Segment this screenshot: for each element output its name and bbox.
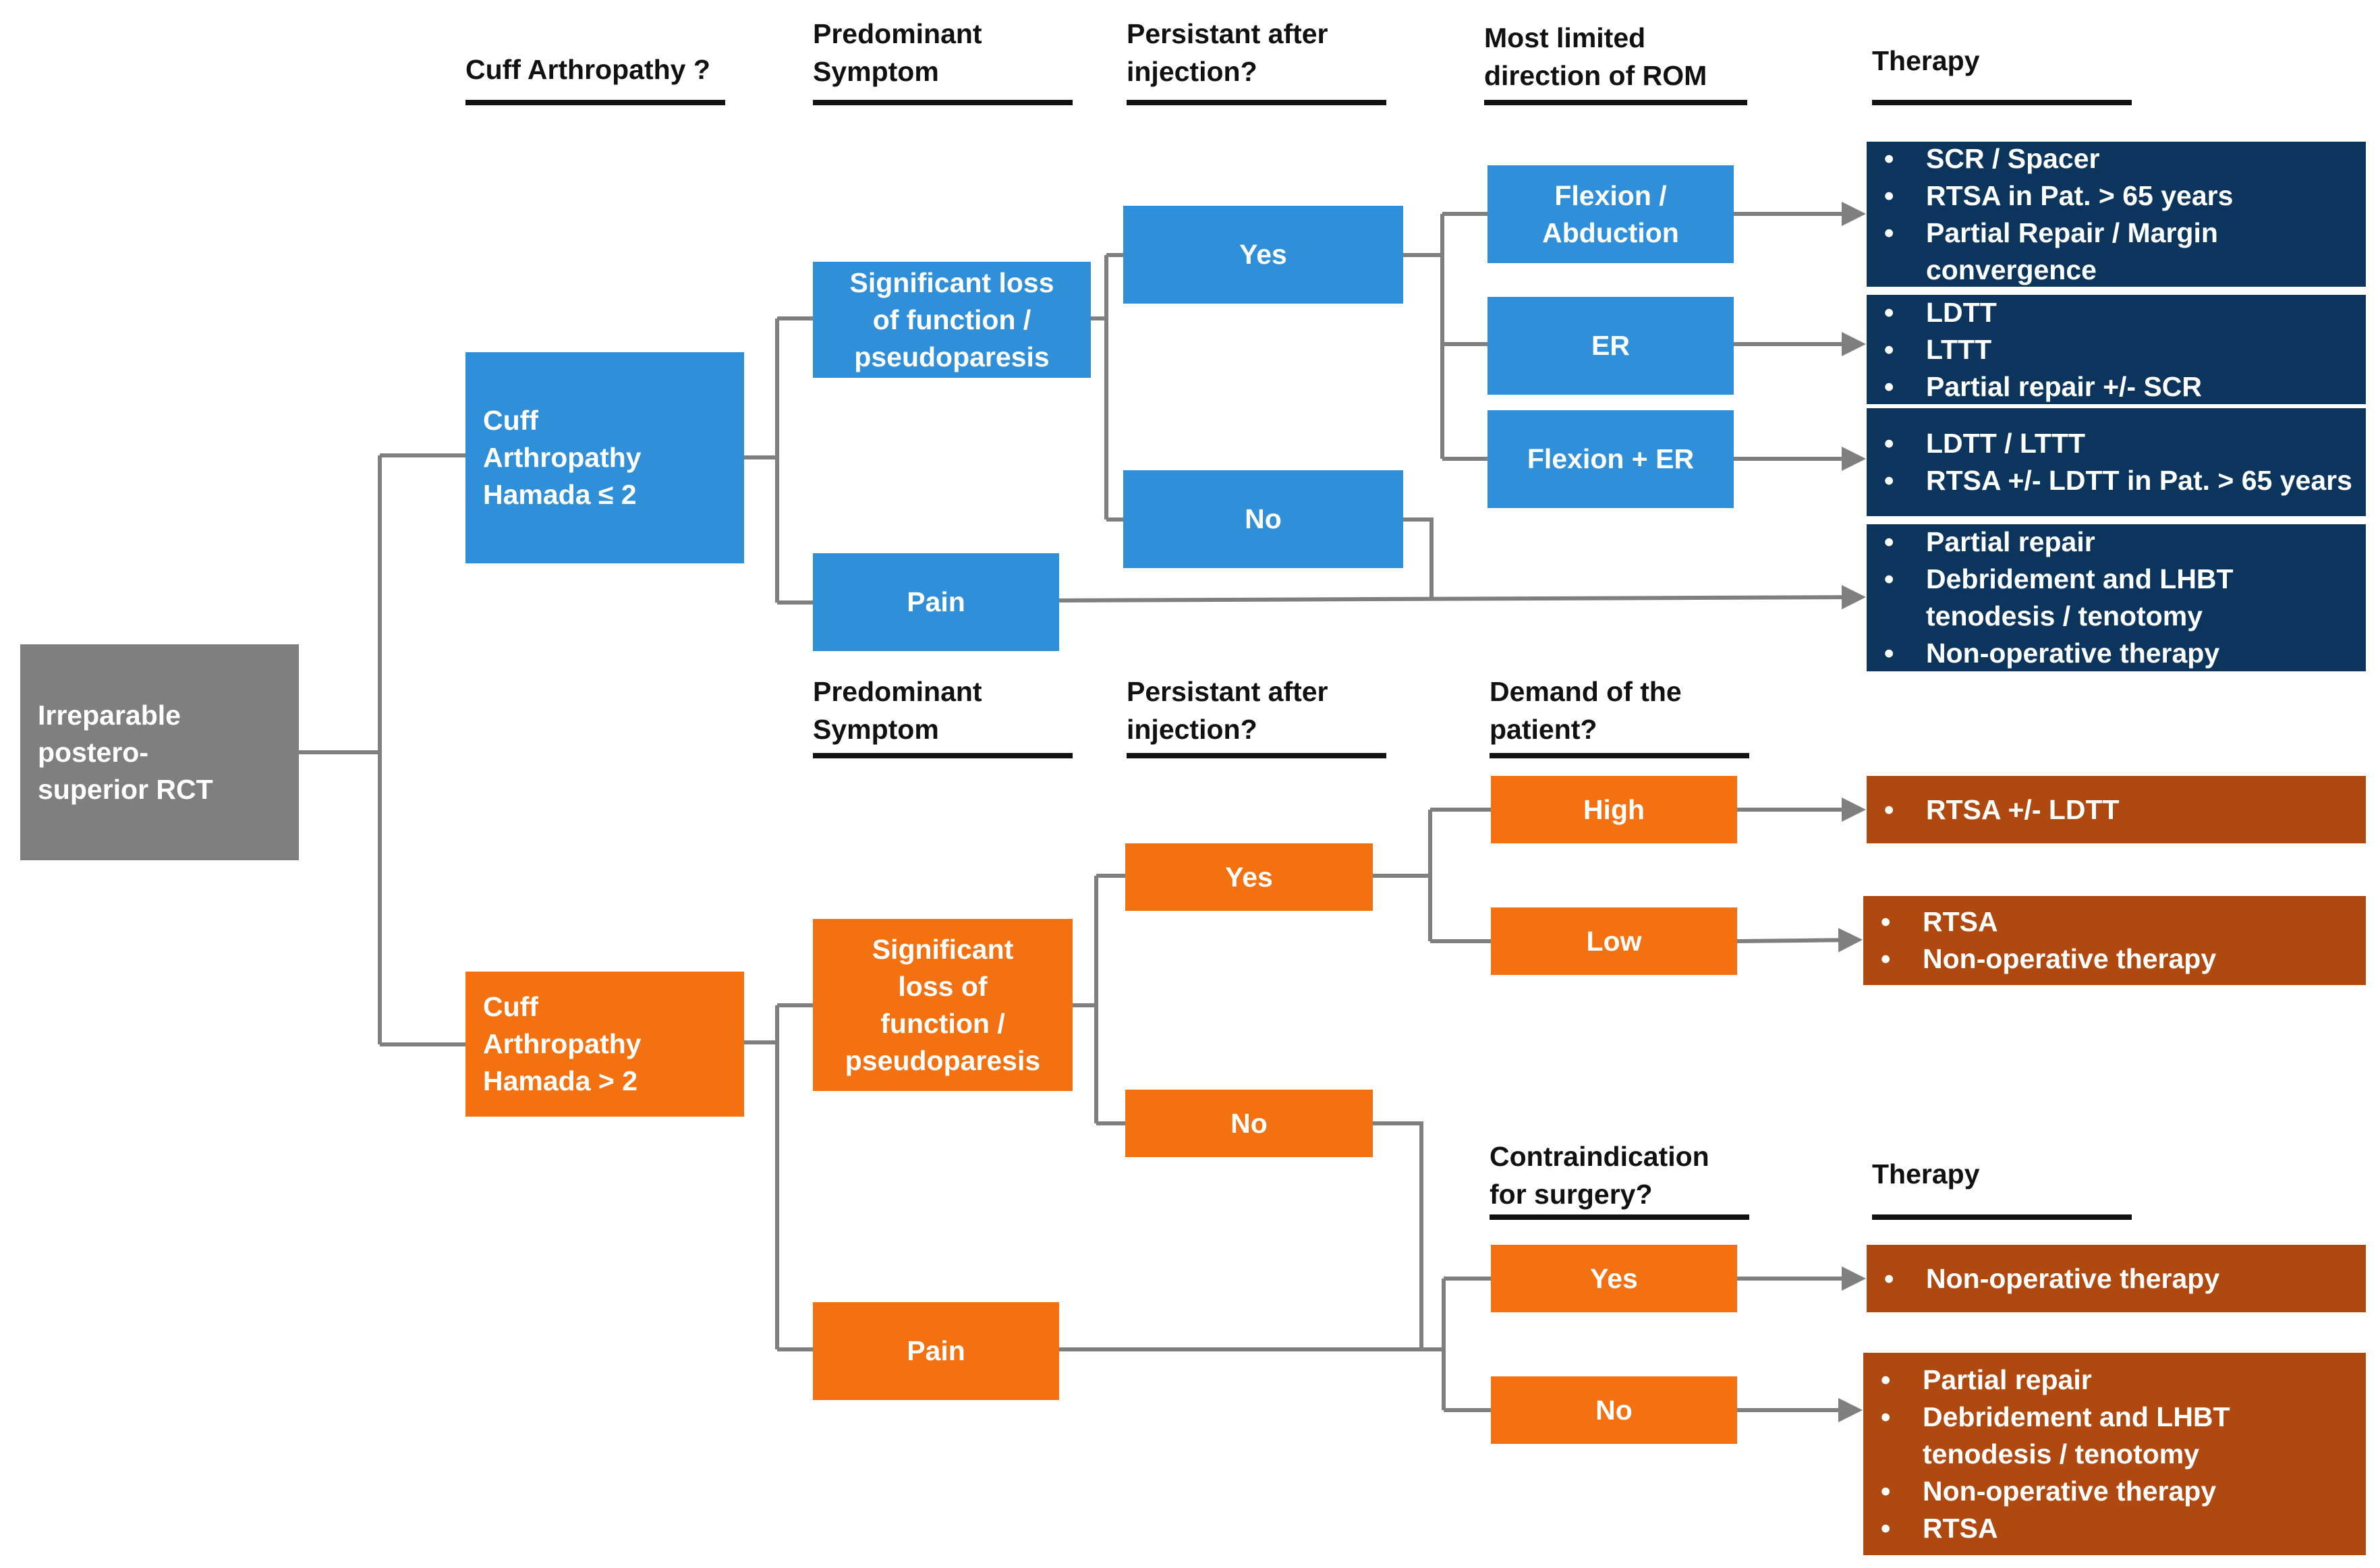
orange-loss-of-function-node: Significant loss of function / pseudopar…	[813, 919, 1073, 1091]
therapy-er: LDTT LTTT Partial repair +/- SCR	[1867, 294, 2366, 405]
therapy-item: Partial repair +/- SCR	[1884, 368, 2202, 405]
header-underline	[1872, 100, 2132, 105]
header-underline	[1484, 100, 1747, 105]
orange-no-node: No	[1125, 1090, 1373, 1157]
therapy-pain-or-no: Partial repair Debridement and LHBT teno…	[1867, 524, 2366, 672]
orange-contra-no-node: No	[1491, 1376, 1737, 1444]
therapy-contra-yes: Non-operative therapy	[1867, 1245, 2366, 1312]
arrow-orange-low	[1736, 928, 1863, 953]
blue-er-node: ER	[1488, 297, 1734, 395]
header-therapy-top: Therapy	[1872, 45, 1980, 76]
header-underline	[1127, 100, 1386, 105]
connector-orange-cuff	[744, 1003, 813, 1351]
therapy-flexion-abduction: SCR / Spacer RTSA in Pat. > 65 years Par…	[1867, 140, 2366, 289]
header-underline	[813, 753, 1073, 758]
connector-orange-yes	[1373, 808, 1491, 943]
header-predominant-symptom-top: Predominant Symptom	[813, 18, 982, 87]
connector-orange-no	[1373, 1121, 1423, 1349]
connector-orange-loss	[1073, 874, 1125, 1125]
therapy-item: RTSA	[1881, 1510, 2359, 1547]
header-therapy-bottom: Therapy	[1872, 1158, 1980, 1189]
orange-high-node: High	[1491, 776, 1737, 843]
therapy-item: Debridement and LHBT tenodesis / tenotom…	[1881, 1399, 2359, 1473]
header-underline	[465, 100, 725, 105]
header-contraindication: Contraindication for surgery?	[1490, 1141, 1709, 1210]
therapy-high: RTSA +/- LDTT	[1867, 776, 2366, 843]
blue-pain-node: Pain	[813, 553, 1059, 651]
therapy-item: Non-operative therapy	[1884, 1260, 2219, 1297]
blue-no-node: No	[1123, 470, 1403, 568]
orange-contra-yes-node: Yes	[1491, 1245, 1737, 1312]
connector-blue-yes	[1403, 212, 1488, 461]
connector-blue-cuff	[744, 316, 813, 605]
header-underline	[1872, 1214, 2132, 1220]
orange-cuff-node: Cuff Arthropathy Hamada > 2	[465, 972, 744, 1117]
blue-loss-of-function-node: Significant loss of function / pseudopar…	[813, 262, 1091, 378]
blue-cuff-node: Cuff Arthropathy Hamada ≤ 2	[465, 352, 744, 563]
therapy-item: LDTT / LTTT	[1884, 425, 2352, 462]
header-underline	[1490, 753, 1749, 758]
header-most-limited-rom: Most limited direction of ROM	[1484, 22, 1707, 91]
therapy-item: RTSA	[1881, 903, 2216, 941]
therapy-item: Non-operative therapy	[1881, 1473, 2359, 1510]
therapy-item: RTSA +/- LDTT	[1884, 791, 2120, 829]
header-persistant-top: Persistant after injection?	[1127, 18, 1328, 87]
connector-root	[299, 453, 465, 1046]
orange-pain-node: Pain	[813, 1302, 1059, 1400]
therapy-contra-no: Partial repair Debridement and LHBT teno…	[1863, 1353, 2366, 1555]
therapy-item: RTSA +/- LDTT in Pat. > 65 years	[1884, 462, 2352, 499]
header-persistant-bottom: Persistant after injection?	[1127, 676, 1328, 745]
therapy-item: Debridement and LHBT tenodesis / tenotom…	[1884, 561, 2359, 635]
root-node: Irreparable postero- superior RCT	[20, 644, 299, 860]
therapy-item: SCR / Spacer	[1884, 140, 2359, 177]
therapy-item: RTSA in Pat. > 65 years	[1884, 177, 2359, 215]
header-demand-of-patient: Demand of the patient?	[1490, 676, 1682, 745]
header-underline	[1490, 1214, 1749, 1220]
connector-blue-no	[1403, 517, 1434, 597]
header-cuff-arthropathy: Cuff Arthropathy ?	[465, 54, 710, 85]
blue-flexion-er-node: Flexion + ER	[1488, 410, 1734, 508]
connector-blue-loss	[1091, 253, 1123, 522]
header-underline	[1127, 753, 1386, 758]
therapy-item: LTTT	[1884, 331, 2202, 368]
connector-orange-pain	[1059, 1277, 1491, 1412]
header-underline	[813, 100, 1073, 105]
blue-flexion-abduction-node: Flexion / Abduction	[1488, 165, 1734, 263]
therapy-flexion-er: LDTT / LTTT RTSA +/- LDTT in Pat. > 65 y…	[1867, 408, 2366, 516]
arrow-blue-pain	[1058, 585, 1866, 610]
header-predominant-symptom-bottom: Predominant Symptom	[813, 676, 982, 745]
therapy-low: RTSA Non-operative therapy	[1863, 896, 2366, 985]
therapy-item: Partial repair	[1884, 524, 2359, 561]
therapy-item: LDTT	[1884, 294, 2202, 331]
blue-yes-node: Yes	[1123, 206, 1403, 304]
therapy-item: Non-operative therapy	[1884, 635, 2359, 672]
therapy-item: Partial repair	[1881, 1362, 2359, 1399]
therapy-item: Partial Repair / Margin convergence	[1884, 215, 2359, 289]
orange-low-node: Low	[1491, 907, 1737, 975]
therapy-item: Non-operative therapy	[1881, 941, 2216, 978]
orange-yes-node: Yes	[1125, 843, 1373, 911]
